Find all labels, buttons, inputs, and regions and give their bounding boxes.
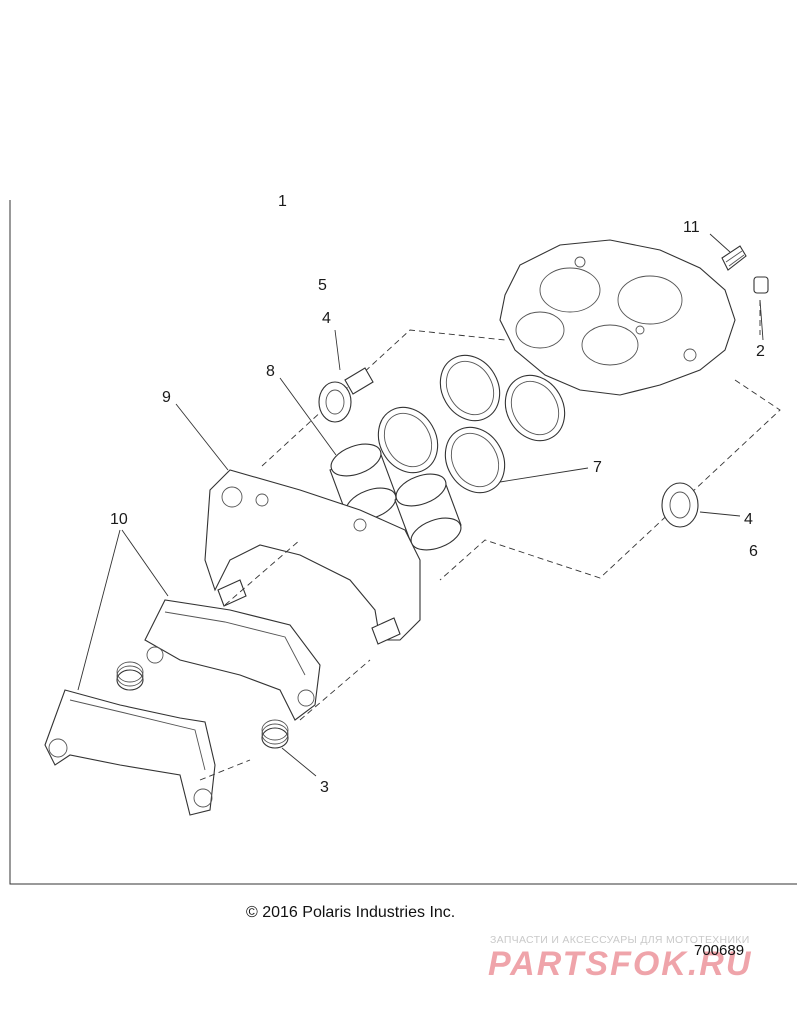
callout-7: 7 [593,459,602,476]
pad-springs [116,661,289,749]
diagram-id: 700689 [694,942,745,959]
pad-guide-lines [199,539,371,781]
callout-10: 10 [110,511,128,528]
callout-8: 8 [266,363,275,380]
boot-seal-lower [661,482,699,528]
caliper-body [499,239,736,396]
callout-3: 3 [320,779,329,796]
callout-4-upper: 4 [322,310,331,327]
piston-seals [377,354,566,494]
callout-4-lower: 4 [744,511,753,528]
leader-lines [77,233,764,777]
assembly-bracket-line [9,200,797,885]
pistons [329,443,462,551]
boot-seal-upper [318,367,374,423]
bleeder-screw [721,245,747,271]
bleeder-cap [753,276,769,294]
assembly-outline [261,329,781,581]
callout-11: 11 [683,219,700,236]
callout-2: 2 [756,343,765,360]
brake-pad-outer [44,689,216,816]
brake-pad-inner [144,599,321,721]
callout-9: 9 [162,389,171,406]
callout-5: 5 [318,277,327,294]
copyright-text: © 2016 Polaris Industries Inc. [246,904,456,921]
callout-1: 1 [278,193,287,210]
anchor-bracket [204,469,421,645]
watermark-tagline: ЗАПЧАСТИ И АКСЕССУАРЫ ДЛЯ МОТОТЕХНИКИ [490,934,750,946]
callout-6: 6 [749,543,758,560]
watermark-logo: PARTSFOK.RU [488,945,753,983]
